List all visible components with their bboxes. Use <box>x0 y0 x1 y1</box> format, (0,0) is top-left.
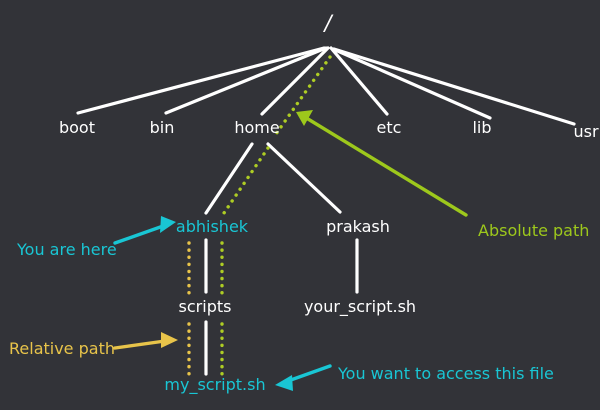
edge-home-abhishek <box>204 142 254 215</box>
node-label-root[interactable]: / <box>322 11 333 35</box>
absolute-path-arrow-head <box>296 110 313 126</box>
absolute-path-trace <box>220 55 332 377</box>
edge-root-bin <box>164 46 328 115</box>
edge-home-prakash <box>266 142 342 214</box>
edge-root-lib <box>331 47 492 120</box>
annotation-you-are-here: You are here <box>16 240 117 259</box>
annotation-absolute-path: Absolute path <box>478 221 589 240</box>
node-label-usr[interactable]: usr <box>573 122 598 141</box>
annotation-access-this-file: You want to access this file <box>337 364 554 383</box>
relative-path-arrow-shaft <box>113 339 167 350</box>
edge-root-boot <box>76 46 326 115</box>
absolute-path-arrow-shaft <box>306 117 468 217</box>
node-label-your-script[interactable]: your_script.sh <box>304 297 416 317</box>
node-label-lib[interactable]: lib <box>472 118 491 137</box>
edge-root-etc <box>329 46 389 116</box>
relative-path-arrow-head <box>161 332 178 348</box>
you-are-here-arrow-shaft <box>113 223 168 245</box>
node-label-boot[interactable]: boot <box>59 118 95 137</box>
node-label-bin[interactable]: bin <box>150 118 175 137</box>
node-label-my-script[interactable]: my_script.sh <box>164 375 265 395</box>
node-label-prakash[interactable]: prakash <box>326 217 390 236</box>
tree-edges-group <box>76 46 576 376</box>
annotation-arrows-group <box>113 110 468 391</box>
node-labels-group: / boot bin home etc lib usr abhishek pra… <box>59 11 599 395</box>
annotation-labels-group: You are here Relative path Absolute path… <box>9 221 589 383</box>
edge-root-home <box>260 46 330 116</box>
node-label-etc[interactable]: etc <box>377 118 402 137</box>
access-file-arrow-shaft <box>286 364 332 383</box>
absolute-path-segment-home-abhishek <box>222 146 270 215</box>
access-file-arrow-head <box>275 375 293 391</box>
node-label-scripts[interactable]: scripts <box>179 297 232 316</box>
you-are-here-arrow-head <box>160 216 176 233</box>
edge-root-usr <box>332 47 576 126</box>
absolute-path-segment-root-home <box>274 55 332 136</box>
node-label-home[interactable]: home <box>234 118 279 137</box>
annotation-relative-path: Relative path <box>9 339 115 358</box>
node-label-abhishek[interactable]: abhishek <box>176 217 249 236</box>
